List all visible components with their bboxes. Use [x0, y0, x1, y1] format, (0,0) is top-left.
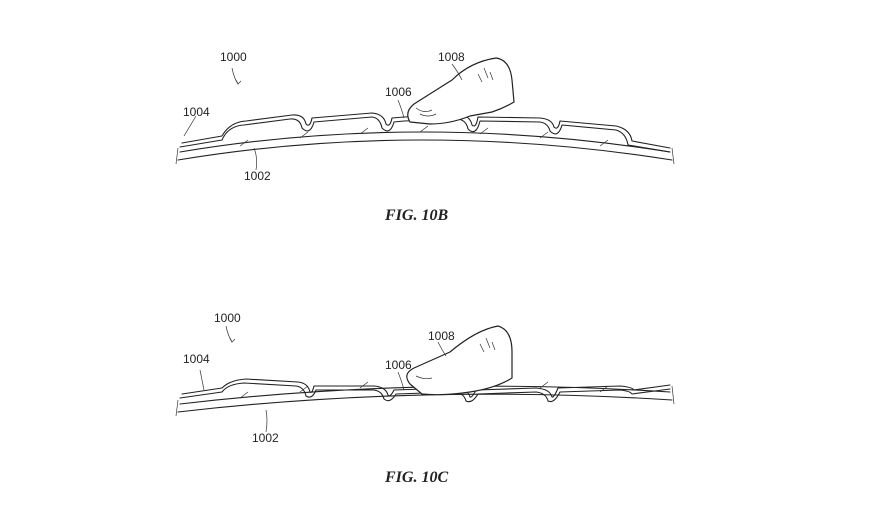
leader-lines-10c — [199, 325, 447, 433]
ref-key-10c: 1006 — [385, 358, 412, 372]
figure-caption-10b: FIG. 10B — [384, 207, 448, 224]
finger-1008-10c — [406, 325, 513, 396]
ref-finger-10b: 1008 — [438, 50, 465, 64]
figure-caption-10c: FIG. 10C — [384, 469, 448, 486]
ref-base-10c: 1002 — [252, 431, 279, 445]
ref-base-10b: 1002 — [244, 169, 271, 183]
ref-device-10c: 1000 — [214, 311, 241, 325]
ref-cover-10b: 1004 — [183, 105, 210, 119]
ref-cover-10c: 1004 — [183, 352, 210, 366]
leader-lines-10b — [183, 63, 463, 171]
ref-finger-10c: 1008 — [428, 329, 455, 343]
finger-1008 — [407, 57, 515, 125]
figure-10c: 1000 1004 1002 1006 1008 FIG. 10C — [175, 311, 675, 486]
ref-key-10b: 1006 — [385, 85, 412, 99]
ref-device-10b: 1000 — [220, 50, 247, 64]
figure-10b: 1000 1004 1002 1006 1008 FIG. 10B — [175, 50, 675, 224]
base-layer-1002 — [175, 125, 675, 165]
